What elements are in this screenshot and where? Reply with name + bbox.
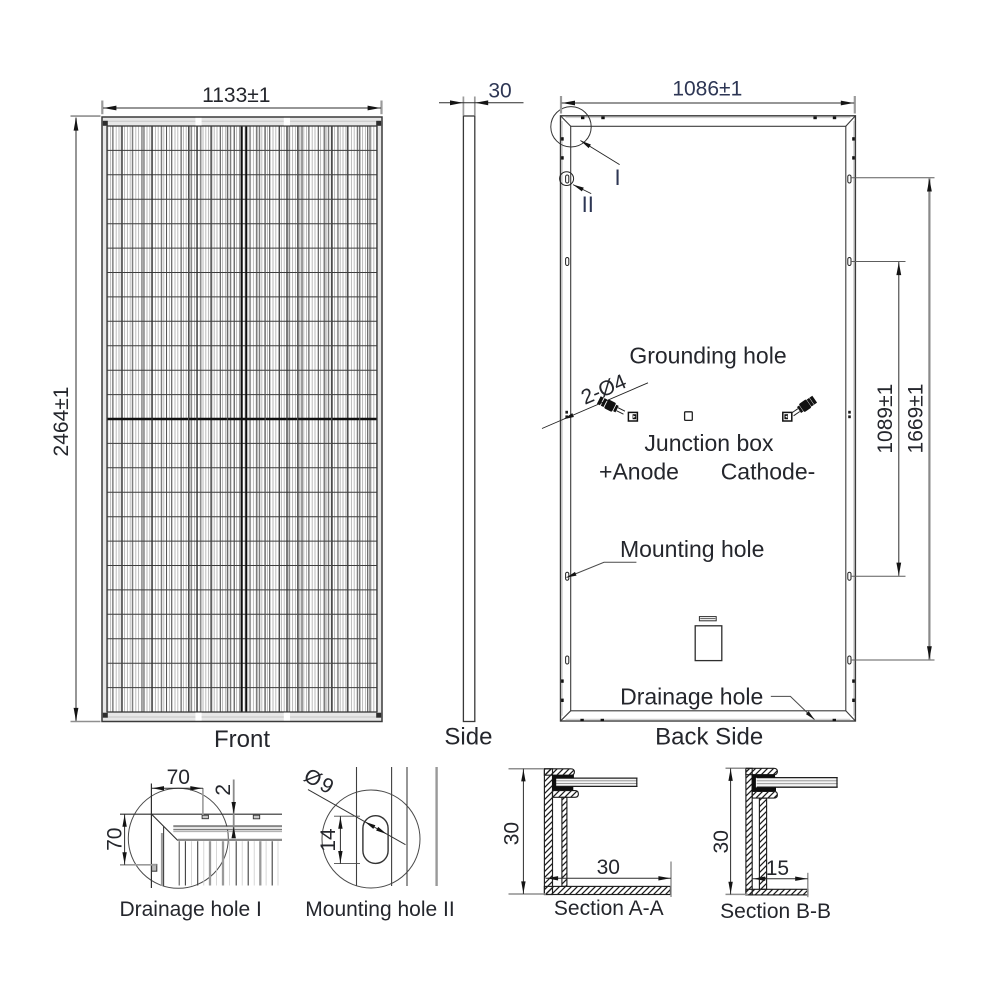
detail1-gap-dim-text: 2 xyxy=(212,784,235,796)
back-view-label: Back Side xyxy=(655,724,763,751)
grounding-hole-marks xyxy=(565,410,851,419)
section-bb: 30 15 Section B-B xyxy=(710,767,838,923)
section-aa: 30 30 Section A-A xyxy=(500,768,672,920)
detail2-diameter-dim-text: Ø9 xyxy=(300,764,339,800)
drainage-hole-label: Drainage hole xyxy=(620,683,763,709)
cathode-connector xyxy=(791,395,818,417)
detail-mounting-hole: Ø9 14 Mounting hole II xyxy=(300,764,455,921)
front-height-dimension: 2464±1 xyxy=(50,115,101,723)
back-outer-span-dim-text: 1669±1 xyxy=(905,384,928,454)
section-aa-height-dimension: 30 xyxy=(500,768,546,895)
side-thickness-dimension: 30 xyxy=(439,80,524,116)
front-view-label: Front xyxy=(214,726,270,753)
detail2-length-dimension: 14 xyxy=(317,815,360,865)
detail1-gap-dimension: 2 xyxy=(212,779,236,839)
section-aa-height-dim-text: 30 xyxy=(500,822,523,845)
anode-plug xyxy=(627,411,639,422)
front-view: 1133±1 2464±1 Front xyxy=(50,84,383,753)
side-view: 30 Side xyxy=(439,80,524,750)
anode-label: +Anode xyxy=(599,459,679,485)
back-right-dimensions: 1089±1 1669±1 xyxy=(851,177,935,661)
front-width-dimension: 1133±1 xyxy=(101,84,383,115)
section-aa-flange-dimension: 30 xyxy=(545,856,672,897)
detail-drainage-hole: 70 70 2 Drainage hole I xyxy=(103,766,282,921)
detail2-diameter-dimension: Ø9 xyxy=(300,764,406,846)
side-thickness-dim-text: 30 xyxy=(488,80,511,103)
junction-box-label: Junction box xyxy=(644,430,774,456)
detail-i-ref-label: I xyxy=(615,165,621,190)
side-view-label: Side xyxy=(444,723,492,750)
detail-ref-ii: II xyxy=(559,171,594,217)
back-hole-span-dim-text: 1089±1 xyxy=(874,384,897,454)
section-bb-profile xyxy=(745,767,838,896)
detail1-height-dim-text: 70 xyxy=(103,828,126,851)
detail-mounting-label: Mounting hole II xyxy=(305,898,454,921)
section-bb-flange-dimension: 15 xyxy=(752,857,809,898)
detail1-height-dimension: 70 xyxy=(103,814,157,866)
detail-ref-i: I xyxy=(550,106,621,190)
section-bb-height-dim-text: 30 xyxy=(710,830,733,853)
grounding-hole-label: Grounding hole xyxy=(629,343,786,369)
detail-drainage-label: Drainage hole I xyxy=(119,898,261,921)
anode-connector xyxy=(596,396,626,415)
junction-box-symbol xyxy=(683,411,693,422)
section-bb-label: Section B-B xyxy=(720,900,831,923)
mounting-hole-callout: Mounting hole xyxy=(566,536,765,578)
back-width-dim-text: 1086±1 xyxy=(672,78,742,101)
detail1-width-dimension: 70 xyxy=(151,766,204,815)
back-view: I II 1086±1 1089±1 1669±1 Grounding hole… xyxy=(541,78,935,751)
mounting-hole-label: Mounting hole xyxy=(620,536,765,562)
drainage-hole-callout: Drainage hole xyxy=(620,683,815,720)
cathode-label: Cathode- xyxy=(721,459,816,485)
section-aa-profile xyxy=(543,768,671,896)
detail-ii-ref-label: II xyxy=(582,192,594,217)
detail1-width-dim-text: 70 xyxy=(167,766,190,789)
section-bb-height-dimension: 30 xyxy=(710,767,748,896)
front-height-dim-text: 2464±1 xyxy=(50,387,73,457)
section-aa-flange-dim-text: 30 xyxy=(597,856,620,879)
frame-dash-marks xyxy=(561,116,855,722)
front-width-dim-text: 1133±1 xyxy=(202,84,270,107)
detail2-length-dim-text: 14 xyxy=(317,828,340,852)
section-aa-label: Section A-A xyxy=(554,897,664,920)
nameplate xyxy=(694,616,723,662)
cathode-plug xyxy=(782,411,793,422)
back-width-dimension: 1086±1 xyxy=(559,78,856,114)
section-bb-flange-dim-text: 15 xyxy=(766,857,789,880)
